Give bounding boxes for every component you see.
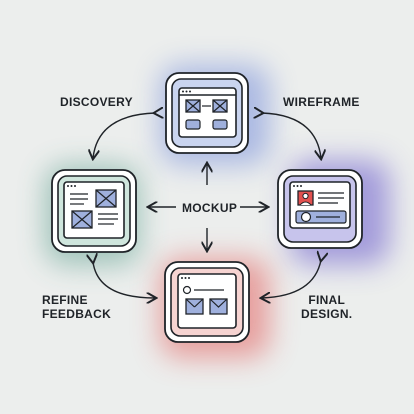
label-mockup: MOCKUP xyxy=(182,201,238,215)
left-node-window xyxy=(51,169,137,253)
right-node-window xyxy=(277,169,363,249)
arrow-top-to-left xyxy=(93,113,155,158)
label-final-design: FINAL DESIGN. xyxy=(301,293,352,321)
bottom-node-window xyxy=(164,261,250,343)
record-icon xyxy=(300,211,312,223)
label-refine-line1: REFINE xyxy=(42,293,88,307)
arrow-top-to-right xyxy=(262,113,321,158)
top-node-window xyxy=(165,72,249,154)
label-discovery: DISCOVERY xyxy=(60,95,133,109)
label-final-line1: FINAL xyxy=(308,293,346,307)
label-refine-feedback: REFINE FEEDBACK xyxy=(42,293,111,321)
arrow-left-to-bottom xyxy=(93,262,155,298)
label-refine-line2: FEEDBACK xyxy=(42,307,112,321)
arrow-right-to-bottom xyxy=(262,260,321,298)
label-final-line2: DESIGN. xyxy=(301,307,353,321)
label-wireframe: WIREFRAME xyxy=(283,95,360,109)
radio-icon xyxy=(182,285,192,295)
